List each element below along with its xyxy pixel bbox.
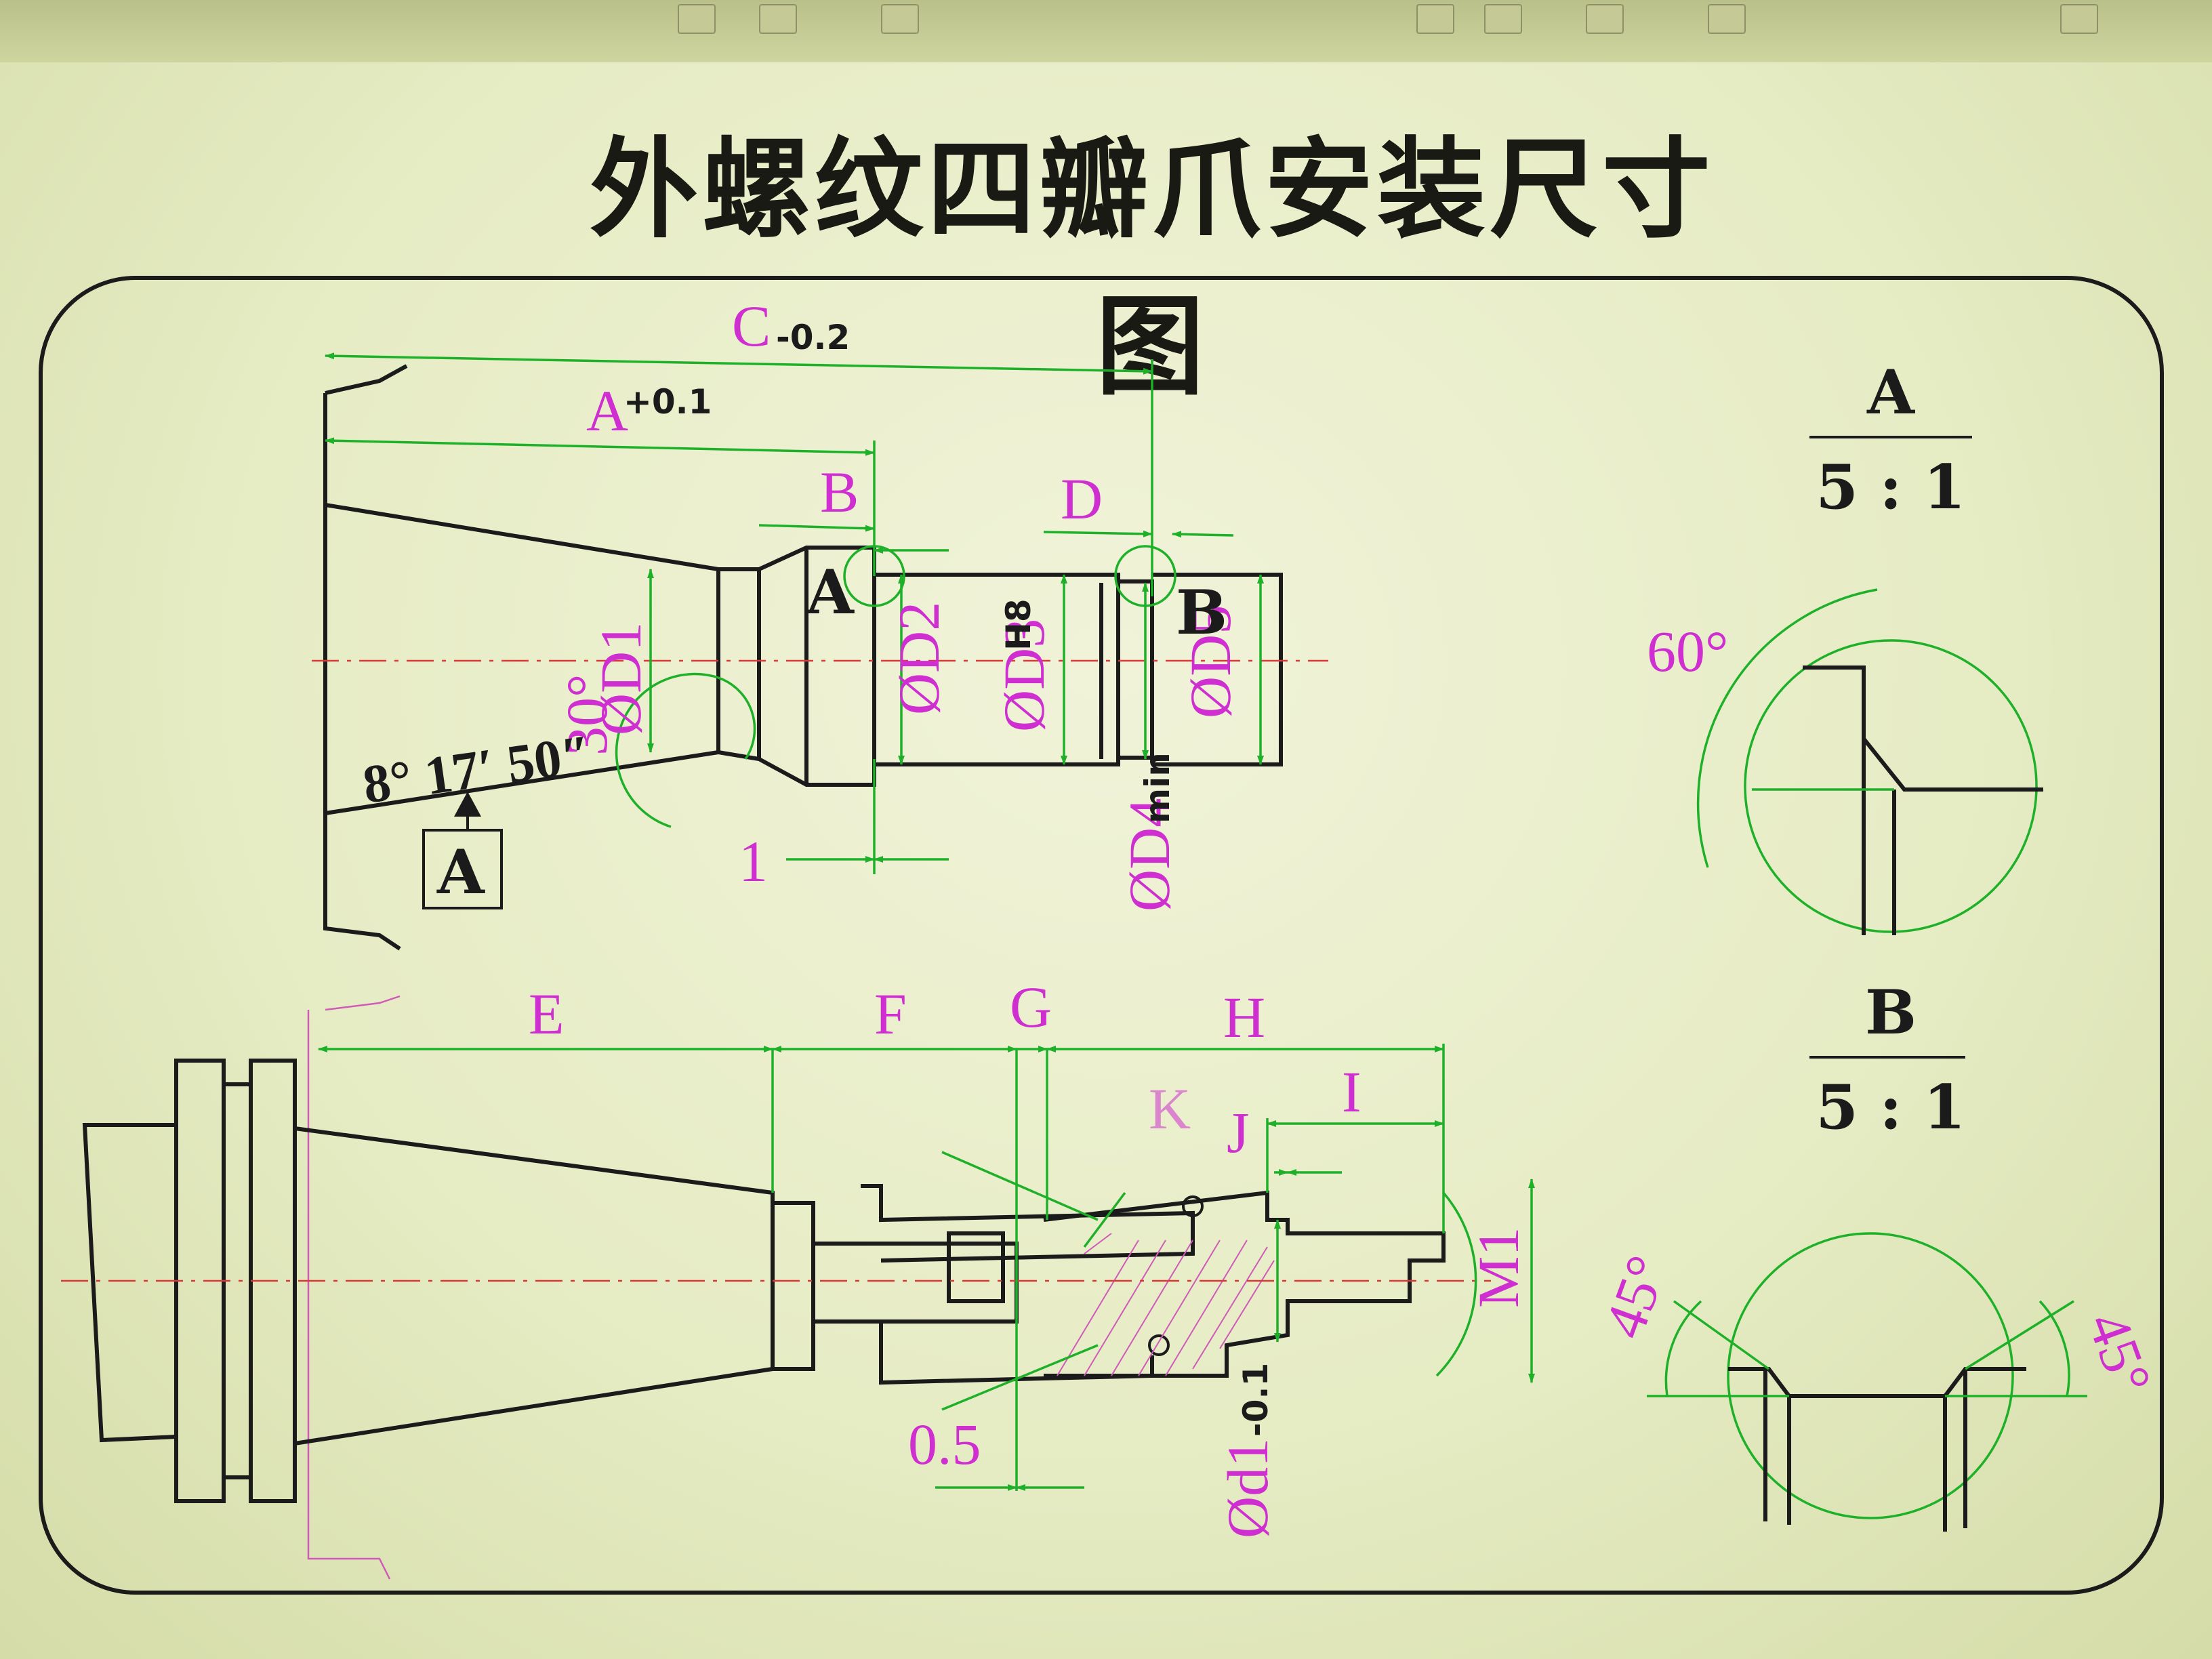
dim-k: K: [1149, 1076, 1191, 1141]
dim-cone-angle: 30°: [554, 674, 619, 756]
detail-a-label: A: [1866, 356, 1915, 428]
toolbar-button[interactable]: [1586, 4, 1624, 34]
top-view: C -0.2 A +0.1 B D ØD1 30° ØD2 ØD3 H8 ØD5…: [312, 293, 1328, 951]
toolbar-button[interactable]: [1708, 4, 1746, 34]
dim-h: H: [1223, 985, 1265, 1050]
toolbar-button[interactable]: [2060, 4, 2098, 34]
detail-marker-a: A: [806, 556, 855, 628]
dim-d3: ØD3: [991, 619, 1057, 732]
toolbar-button[interactable]: [1484, 4, 1522, 34]
dim-i: I: [1342, 1059, 1361, 1124]
dim-half: 0.5: [908, 1412, 981, 1477]
dim-b: B: [820, 459, 859, 525]
dim-j: J: [1227, 1100, 1249, 1165]
toolbar-button[interactable]: [881, 4, 919, 34]
dim-d1-small-tolerance: -0.1: [1236, 1363, 1275, 1437]
toolbar-button[interactable]: [1416, 4, 1454, 34]
dim-d5: ØD5: [1178, 605, 1243, 718]
detail-a-scale: 5 : 1: [1816, 451, 1965, 523]
drawing-title: 外螺纹四瓣爪安装尺寸图: [589, 125, 1715, 410]
detail-marker-b: B: [1176, 577, 1227, 649]
detail-b: B 5 : 1 45° 45°: [1591, 977, 2165, 1532]
detail-b-angle-left: 45°: [1591, 1248, 1680, 1347]
bottom-view: E F G H I J K M1 Ød1 -0.1 0.5: [61, 975, 1535, 1580]
drawing-frame: [39, 276, 2164, 1595]
toolbar-button[interactable]: [678, 4, 716, 34]
detail-a-angle: 60°: [1647, 619, 1728, 684]
dim-d4: ØD4: [1117, 798, 1182, 912]
detail-b-scale: 5 : 1: [1816, 1071, 1965, 1143]
toolbar-button[interactable]: [759, 4, 797, 34]
dim-a-tolerance: +0.1: [623, 382, 712, 422]
detail-b-angle-right: 45°: [2075, 1304, 2164, 1403]
detail-a: A 5 : 1 60°: [1647, 356, 2043, 935]
dim-d: D: [1061, 466, 1103, 531]
dim-c-tolerance: -0.2: [776, 318, 850, 357]
dim-d2: ØD2: [886, 602, 951, 715]
datum-a: A: [436, 836, 485, 908]
dim-one: 1: [739, 829, 768, 894]
dim-d1-small: Ød1: [1215, 1438, 1280, 1538]
dim-a: A: [586, 378, 628, 443]
dim-d1: ØD1: [588, 622, 653, 735]
dim-m1: M1: [1466, 1227, 1531, 1308]
dim-g: G: [1010, 975, 1052, 1040]
taper-angle: 8° 17′ 50″: [359, 724, 595, 815]
dim-e: E: [529, 981, 565, 1046]
dim-c: C: [732, 293, 771, 359]
cad-toolbar: [0, 0, 2212, 62]
dim-f: F: [874, 981, 907, 1046]
detail-b-label: B: [1865, 977, 1917, 1048]
dim-d3-fit: H8: [999, 598, 1038, 651]
dim-d4-min: min: [1138, 752, 1177, 823]
